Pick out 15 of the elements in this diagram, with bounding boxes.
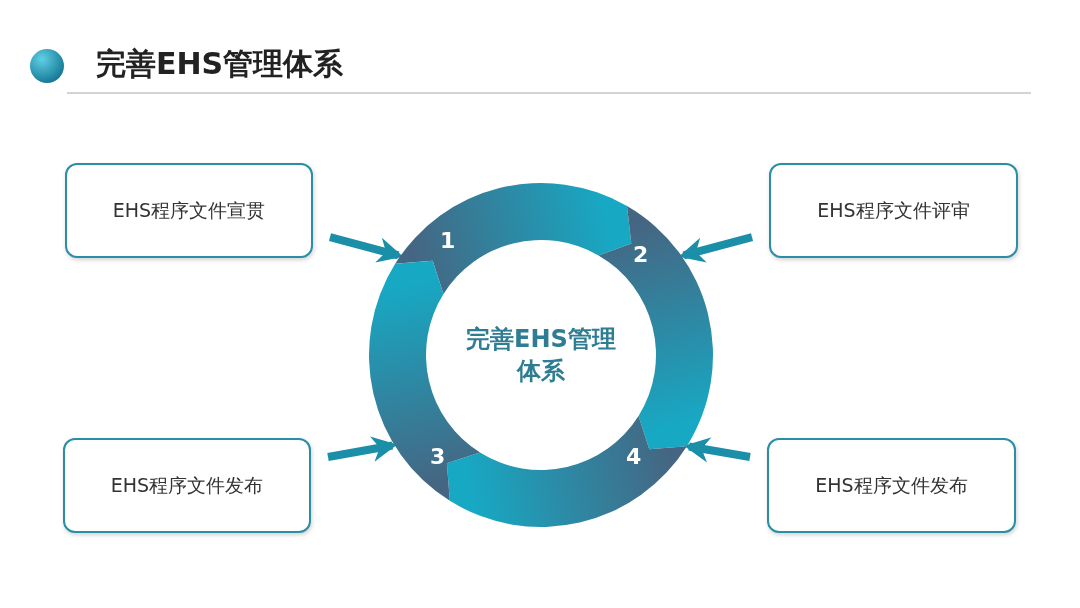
cycle-ring [369,183,713,527]
step-number: 2 [633,242,649,267]
box-text: EHS程序文件宣贯 [112,197,266,223]
center-text: 完善EHS管理体系 [465,323,617,387]
step-number: 1 [440,228,456,253]
process-box [63,438,311,533]
step-number: 4 [626,444,642,469]
box-text: EHS程序文件发布 [110,472,264,498]
title: 完善EHS管理体系 [96,45,344,83]
box-text: EHS程序文件发布 [815,472,968,498]
process-box [769,163,1018,258]
step-number: 3 [430,444,446,469]
process-box [65,163,313,258]
box-text: EHS程序文件评审 [817,197,970,223]
process-box [767,438,1016,533]
